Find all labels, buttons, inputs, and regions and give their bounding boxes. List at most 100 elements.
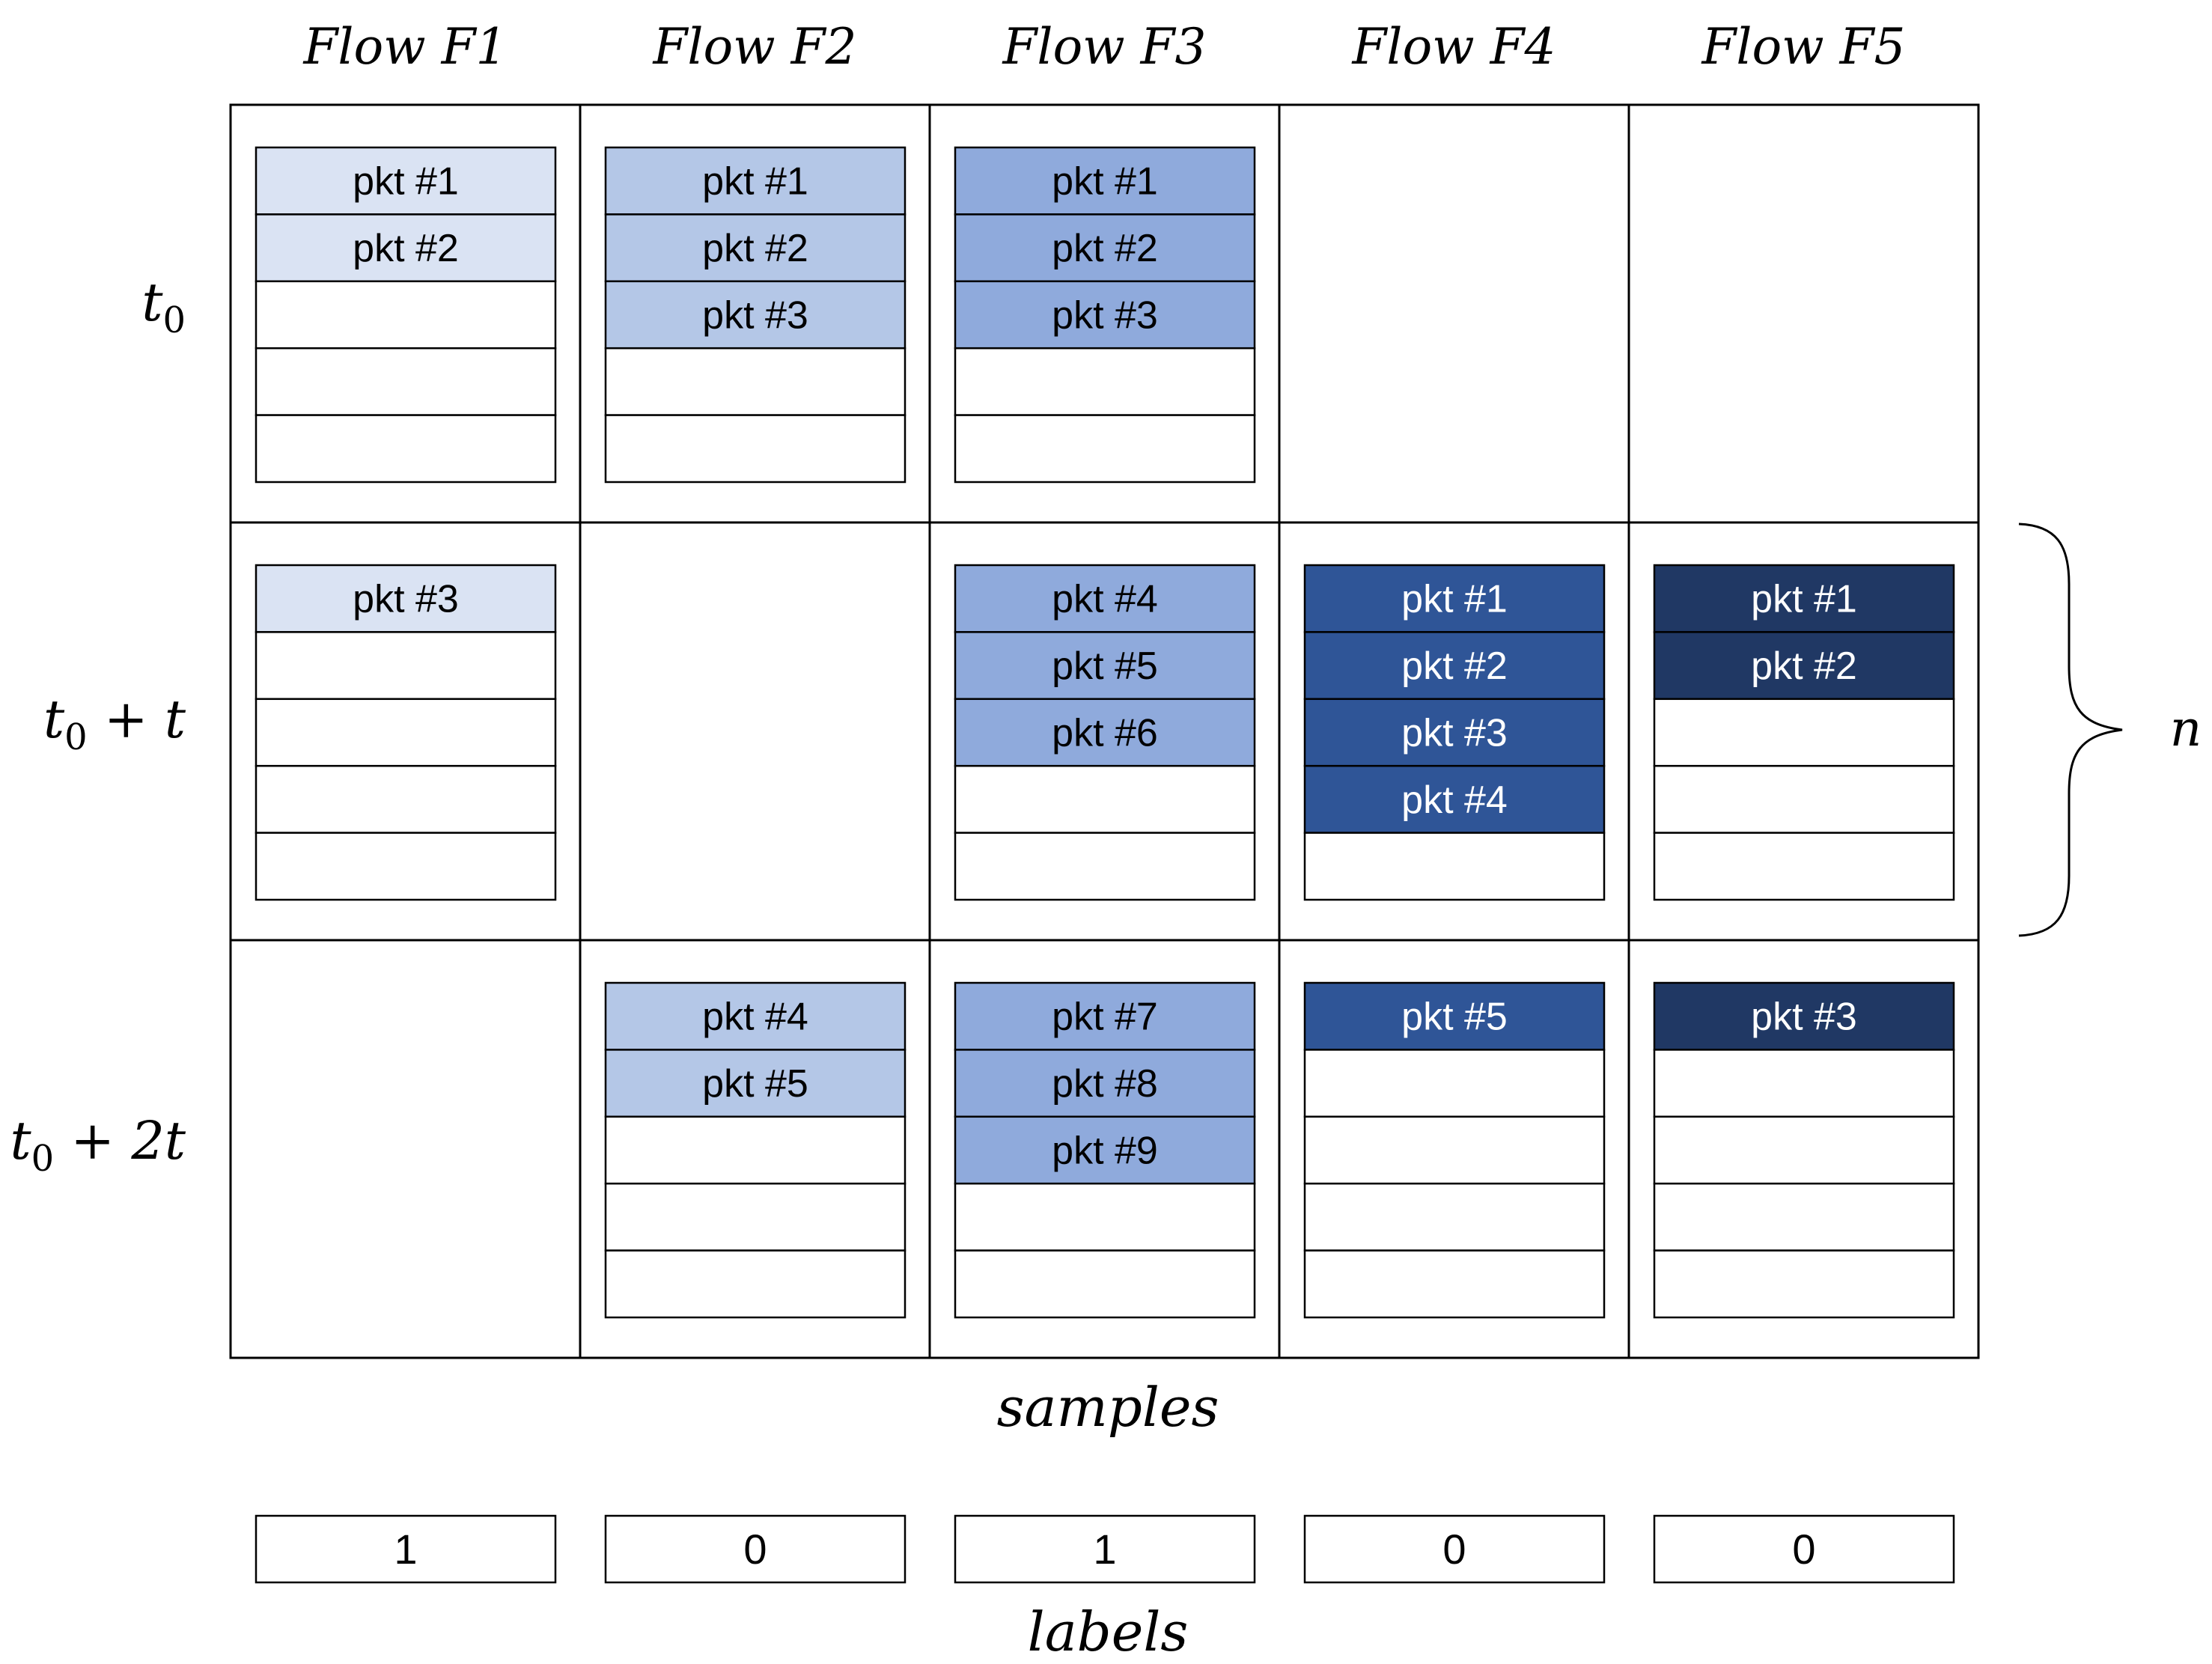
label-box-f2: 0 (604, 1514, 907, 1584)
label-box-frame (954, 1514, 1256, 1584)
empty-slot (604, 1182, 907, 1252)
empty-slot (954, 347, 1256, 416)
packet-slot (1303, 981, 1606, 1051)
time-label-row-2: t0 + t (43, 689, 186, 758)
time-labels: t0 t0 + t t0 + 2t (10, 272, 186, 1180)
empty-slot (1653, 764, 1955, 834)
packet-slot (1653, 981, 1955, 1051)
empty-slot (604, 1115, 907, 1185)
packet-label: pkt #1 (702, 160, 808, 204)
packet-slot (1303, 564, 1606, 633)
flow-header-f4: Flow F4 (1352, 18, 1556, 76)
empty-slot (1653, 1115, 1955, 1185)
empty-slot (255, 631, 557, 701)
packet-slot (1653, 564, 1955, 633)
label-value: 1 (1093, 1526, 1116, 1573)
empty-slot (1653, 1249, 1955, 1319)
samples-label: samples (997, 1376, 1219, 1439)
n-brace: n (2018, 522, 2202, 937)
packet-label: pkt #1 (1401, 578, 1508, 621)
packet-label: pkt #5 (1401, 996, 1508, 1039)
empty-slot (954, 832, 1256, 901)
packet-label: pkt #5 (702, 1062, 808, 1106)
packet-label: pkt #4 (1401, 778, 1508, 822)
curly-brace (2018, 522, 2123, 937)
packet-slot (954, 1049, 1256, 1118)
time-label-row-1: t0 (141, 272, 186, 341)
empty-slot (1303, 1249, 1606, 1319)
empty-slot (255, 414, 557, 484)
packet-label: pkt #4 (702, 996, 808, 1039)
empty-slot (255, 347, 557, 416)
packet-label: pkt #2 (1052, 227, 1158, 270)
packet-label: pkt #6 (1052, 712, 1158, 755)
label-box-f5: 0 (1653, 1514, 1955, 1584)
packet-label: pkt #3 (702, 294, 808, 338)
empty-slot (1653, 698, 1955, 767)
label-box-f1: 1 (255, 1514, 557, 1584)
brace-label: n (2170, 700, 2202, 758)
label-box-f4: 0 (1303, 1514, 1606, 1584)
sample-grid (229, 103, 1980, 1359)
empty-slot (954, 414, 1256, 484)
packet-label: pkt #4 (1052, 578, 1158, 621)
packet-label: pkt #5 (1052, 644, 1158, 688)
empty-slot (954, 1249, 1256, 1319)
empty-slot (1303, 1182, 1606, 1252)
packet-label: pkt #1 (1751, 578, 1857, 621)
packet-slot (954, 981, 1256, 1051)
packet-slot (255, 213, 557, 283)
label-box-frame (1303, 1514, 1606, 1584)
label-value: 0 (1792, 1526, 1815, 1573)
packet-slot (1653, 631, 1955, 701)
packet-slot (604, 1049, 907, 1118)
packet-label: pkt #3 (1052, 294, 1158, 338)
empty-slot (255, 832, 557, 901)
empty-slot (255, 764, 557, 834)
empty-slot (954, 1182, 1256, 1252)
time-label-row-3: t0 + 2t (10, 1110, 186, 1180)
empty-slot (604, 1249, 907, 1319)
grid-outline (229, 103, 1980, 1359)
flow-header-f5: Flow F5 (1701, 18, 1906, 76)
packet-label: pkt #9 (1052, 1130, 1158, 1173)
sample-stack-f2-row-3: pkt #4 pkt #5 (604, 981, 907, 1319)
label-value: 0 (1442, 1526, 1466, 1573)
label-box-f3: 1 (954, 1514, 1256, 1584)
sample-stack-f2-row-1: pkt #1 pkt #2 pkt #3 (604, 146, 907, 484)
packet-slot (954, 1115, 1256, 1185)
packet-label: pkt #2 (1751, 644, 1857, 688)
packet-slot (954, 631, 1256, 701)
packet-slot (1303, 764, 1606, 834)
empty-slot (255, 280, 557, 350)
sample-stack-f5-row-3: pkt #3 (1653, 981, 1955, 1319)
flow-header-f1: Flow F1 (303, 18, 508, 76)
label-box-frame (255, 1514, 557, 1584)
packet-label: pkt #1 (353, 160, 459, 204)
packet-label: pkt #3 (353, 578, 459, 621)
packet-slot (255, 146, 557, 216)
packet-slot (604, 981, 907, 1051)
packet-label: pkt #3 (1751, 996, 1857, 1039)
sample-stack-f4-row-3: pkt #5 (1303, 981, 1606, 1319)
empty-slot (1653, 1049, 1955, 1118)
empty-slot (1303, 832, 1606, 901)
packet-slot (255, 564, 557, 633)
empty-slot (1303, 1115, 1606, 1185)
packet-label: pkt #2 (1401, 644, 1508, 688)
packet-slot (954, 280, 1256, 350)
packet-slot (1303, 631, 1606, 701)
empty-slot (255, 698, 557, 767)
packet-label: pkt #2 (702, 227, 808, 270)
empty-slot (954, 764, 1256, 834)
packet-label: pkt #8 (1052, 1062, 1158, 1106)
flow-header-f2: Flow F2 (653, 18, 857, 76)
packet-slot (1303, 698, 1606, 767)
